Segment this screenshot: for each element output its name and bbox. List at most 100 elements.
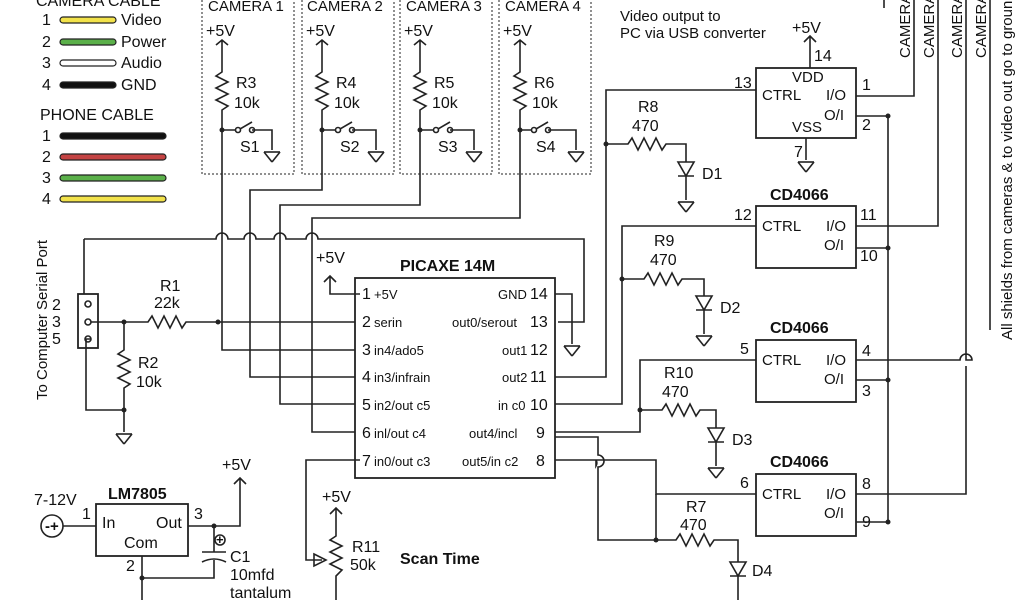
picaxe-pin-13-num: 13: [530, 314, 548, 331]
picaxe-pin-2-num: 2: [362, 314, 371, 331]
pot-section: +5V R11 50k Scan Time: [305, 459, 480, 600]
picaxe-pin-6-name: inl/out c4: [374, 426, 426, 441]
switch-4-body: [755, 473, 857, 537]
switch-2-title: CD4066: [770, 187, 829, 204]
serial-pin-2: 2: [52, 297, 61, 314]
camera-cable-num-3: 3: [42, 55, 51, 72]
switch-4-io: I/O: [826, 486, 846, 503]
shield-note: All shields from cameras & to video out …: [999, 1, 1016, 340]
switch-4: CD4066 6 CTRL I/O O/I 8 9: [740, 454, 871, 537]
switch-1-io-pin: 1: [862, 77, 871, 94]
picaxe-pin-3-num: 3: [362, 342, 371, 359]
camera-module-4: CAMERA 4 +5V R6 10k S4: [498, 0, 592, 175]
camera-2-title: CAMERA 2: [307, 0, 383, 15]
power-jack-polarity: -+: [45, 518, 59, 535]
picaxe-pin-2-name: serin: [374, 315, 402, 330]
switch-4-io-pin: 8: [862, 476, 871, 493]
camera-input-wires: [83, 130, 585, 433]
serial-port-label: To Computer Serial Port: [34, 239, 51, 400]
picaxe-pin-12-name: out1: [502, 343, 527, 358]
camera-1-resistor-value: 10k: [234, 95, 261, 112]
switch-4-ctrl: CTRL: [762, 486, 801, 503]
camera-bus-label-4: CAMERA: [973, 0, 990, 58]
r1-label: R1: [160, 278, 181, 295]
camera-1-frame: [201, 0, 295, 175]
camera-cable-title: CAMERA CABLE: [36, 0, 160, 10]
phone-cable-swatch-4: [59, 195, 167, 203]
switch-2-oi-pin: 10: [860, 248, 878, 265]
capacitor-name: C1: [230, 549, 251, 566]
picaxe-pin-10-num: 10: [530, 397, 548, 414]
switch-2-oi: O/I: [824, 237, 844, 254]
pot-name: R11: [352, 539, 380, 556]
switch-1-vdd-pin: 14: [814, 48, 832, 65]
switch-2-ctrl-pin: 12: [734, 207, 752, 224]
switch-1-vdd: VDD: [792, 69, 824, 86]
r7-value: 470: [680, 517, 707, 534]
regulator-title: LM7805: [108, 486, 167, 503]
camera-2-frame: [301, 0, 395, 175]
camera-cable-label-2: Power: [121, 34, 167, 51]
video-output-note-1: Video output to: [620, 8, 721, 25]
switch-1-ctrl: CTRL: [762, 87, 801, 104]
camera-cable-label-3: Audio: [121, 55, 162, 72]
camera-3-frame: [399, 0, 493, 175]
serial-port-section: To Computer Serial Port 2 3 5 R1 22k R2 …: [34, 239, 360, 445]
picaxe-title: PICAXE 14M: [400, 258, 495, 275]
switch-1-vss: VSS: [792, 119, 822, 136]
picaxe-pin-12-num: 12: [530, 342, 548, 359]
phone-cable-title: PHONE CABLE: [40, 107, 154, 124]
camera-cable-swatch-video: [59, 16, 117, 24]
picaxe-pin-11-name: out2: [502, 370, 527, 385]
switch-3-ctrl: CTRL: [762, 352, 801, 369]
picaxe-pin-8-name-text: out5/in c2: [462, 454, 518, 469]
camera-4-vcc: +5V: [503, 23, 532, 40]
switch-2: CD4066 12 CTRL I/O O/I 11 10: [734, 187, 878, 269]
switch-2-ctrl: CTRL: [762, 218, 801, 235]
led-branch-3: R10 470 D3: [640, 365, 753, 479]
switch-4-ctrl-pin: 6: [740, 475, 749, 492]
picaxe-pin-14-name: GND: [498, 287, 527, 302]
regulator-pin-out: 3: [194, 506, 203, 523]
switch-2-io-pin: 11: [860, 207, 877, 224]
picaxe-pin-9-name: out4/incl: [469, 426, 518, 441]
camera-cable-swatch-audio: [59, 59, 117, 67]
switch-3-body: [755, 339, 857, 403]
camera-3-title: CAMERA 3: [406, 0, 482, 15]
camera-bus-label-2: CAMERA: [921, 0, 938, 58]
picaxe-chip: PICAXE 14M +5V 1 +5V 2 serin 3 in4/ado5 …: [316, 250, 581, 479]
switch-4-title: CD4066: [770, 454, 829, 471]
phone-cable-num-2: 2: [42, 149, 51, 166]
camera-cable-num-1: 1: [42, 12, 51, 29]
camera-4-title: CAMERA 4: [505, 0, 581, 15]
r2-label: R2: [138, 355, 159, 372]
serial-connector: [77, 293, 99, 349]
led-branch-2: R9 470 D2: [622, 233, 741, 347]
phone-cable-num-3: 3: [42, 170, 51, 187]
switch-3-ctrl-pin: 5: [740, 341, 749, 358]
camera-2-switch: S2: [340, 139, 360, 156]
r10-value: 470: [662, 384, 689, 401]
picaxe-pin-7-name: in0/out c3: [374, 454, 430, 469]
switch-1-oi: O/I: [824, 107, 844, 124]
capacitor-value: 10mfd: [230, 567, 274, 584]
picaxe-pin-10-name: in c0: [498, 398, 525, 413]
switch-3-io: I/O: [826, 352, 846, 369]
regulator-pin-com: 2: [126, 558, 135, 575]
switch-3-oi: O/I: [824, 371, 844, 388]
picaxe-pin-11-num: 11: [530, 369, 547, 386]
regulator-input: 7-12V: [34, 492, 77, 509]
camera-cable-swatch-gnd: [59, 81, 117, 89]
picaxe-pin-8-num: 8: [536, 453, 545, 470]
capacitor-polarity: +: [216, 532, 224, 547]
switch-2-io: I/O: [826, 218, 846, 235]
picaxe-pin-1-num: 1: [362, 286, 371, 303]
r10-label: R10: [664, 365, 693, 382]
d2-label: D2: [720, 300, 741, 317]
d1-label: D1: [702, 166, 723, 183]
camera-cable-num-4: 4: [42, 77, 51, 94]
switch-1-body: [755, 67, 857, 139]
led-branch-4: R7 470 D4: [656, 499, 773, 600]
